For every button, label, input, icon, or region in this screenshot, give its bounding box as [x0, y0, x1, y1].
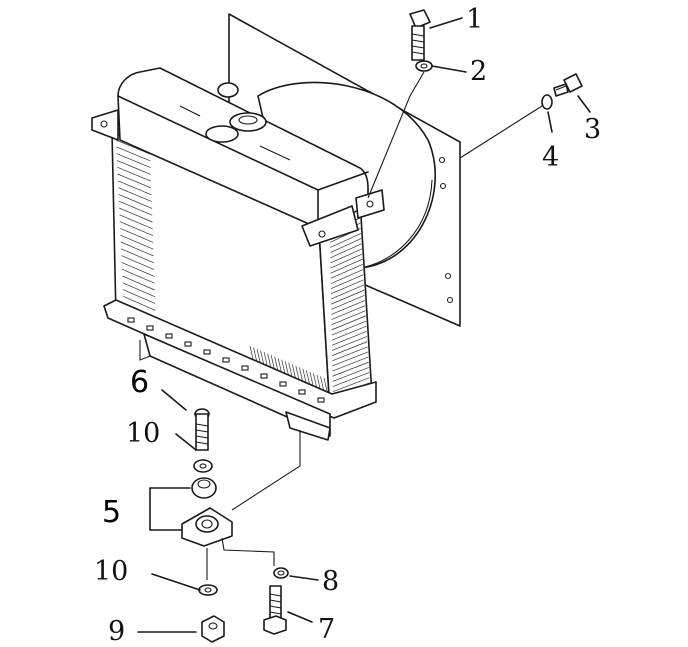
- fin-line: [332, 367, 369, 382]
- fin-line: [122, 289, 156, 304]
- fin-line: [331, 284, 365, 300]
- fin-line: [119, 214, 153, 230]
- bottom-tank-hole: [317, 397, 325, 403]
- fin-line: [331, 320, 367, 336]
- fin-line: [116, 146, 151, 162]
- label-part-10-lower: 10: [94, 556, 128, 587]
- bottom-tank-hole: [146, 325, 154, 331]
- fin-line: [118, 194, 153, 209]
- rubber-mount-5: [181, 477, 233, 547]
- fin-line: [331, 331, 367, 346]
- bottom-tank-hole: [298, 389, 306, 395]
- fin-line: [330, 243, 362, 259]
- fin-line: [331, 315, 366, 331]
- fin-line: [122, 282, 156, 298]
- fin-line: [331, 310, 366, 326]
- fin-line: [120, 241, 154, 257]
- washer-10-upper: [193, 459, 213, 473]
- label-part-4: 4: [542, 142, 559, 173]
- label-part-7: 7: [318, 614, 335, 645]
- bolt-6: [194, 408, 210, 451]
- leader-lines: [137, 17, 591, 633]
- fin-line: [331, 300, 365, 315]
- fin-line: [331, 289, 365, 305]
- fin-line: [330, 253, 363, 269]
- fin-line: [332, 377, 370, 393]
- washer-4: [541, 94, 553, 110]
- label-part-1: 1: [466, 4, 483, 35]
- bolt-1: [409, 9, 431, 61]
- fin-line: [331, 305, 366, 320]
- fin-line: [123, 296, 156, 311]
- fin-line: [121, 268, 155, 284]
- fin-line: [332, 356, 369, 372]
- bottom-tank-holes: [127, 317, 325, 403]
- fin-line: [116, 153, 151, 168]
- fin-line: [118, 200, 153, 216]
- label-part-6: 6: [130, 365, 149, 400]
- fin-line: [330, 279, 364, 295]
- bolt-7: [263, 585, 287, 635]
- fin-line: [330, 238, 362, 253]
- fin-line: [119, 207, 153, 223]
- fin-line: [332, 351, 369, 367]
- bottom-tank-hole: [222, 357, 230, 363]
- fin-line: [120, 234, 154, 250]
- fin-line: [330, 274, 364, 289]
- fin-line: [120, 248, 154, 264]
- fin-line: [332, 346, 368, 362]
- bottom-tank-hole: [260, 373, 268, 379]
- fin-line: [121, 262, 155, 277]
- bottom-tank-hole: [203, 349, 211, 355]
- label-part-10-upper: 10: [126, 418, 160, 449]
- fin-line: [331, 336, 368, 351]
- fin-line: [120, 228, 154, 243]
- label-part-9: 9: [108, 616, 125, 647]
- washer-2: [415, 60, 433, 72]
- label-part-3: 3: [584, 114, 601, 145]
- fin-line: [332, 341, 368, 356]
- washer-8: [273, 567, 289, 579]
- fin-line: [330, 264, 363, 279]
- bottom-tank-hole: [184, 341, 192, 347]
- fin-line: [332, 361, 369, 377]
- bottom-tank-hole: [165, 333, 173, 339]
- fin-line: [331, 294, 365, 310]
- fin-line: [122, 275, 155, 291]
- fin-line: [330, 258, 363, 274]
- fin-line: [117, 166, 152, 182]
- fin-line: [119, 221, 154, 236]
- fin-line: [331, 325, 367, 341]
- fin-line: [117, 173, 152, 189]
- bolt-3: [553, 73, 583, 97]
- bottom-tank: [103, 299, 377, 441]
- fin-line: [117, 180, 152, 196]
- label-part-2: 2: [470, 56, 487, 87]
- washer-10-lower: [198, 584, 218, 596]
- fin-line: [116, 160, 151, 175]
- bottom-tank-hole: [279, 381, 287, 387]
- top-tank: [91, 67, 385, 247]
- bottom-tank-hole: [127, 317, 135, 323]
- fin-line: [332, 372, 370, 387]
- label-part-8: 8: [322, 566, 339, 597]
- fin-line: [121, 255, 155, 270]
- fin-line: [330, 269, 364, 284]
- fin-line: [330, 233, 362, 248]
- bottom-tank-hole: [241, 365, 249, 371]
- fin-line: [118, 187, 152, 202]
- fin-line: [330, 248, 362, 264]
- label-part-5: 5: [102, 495, 121, 530]
